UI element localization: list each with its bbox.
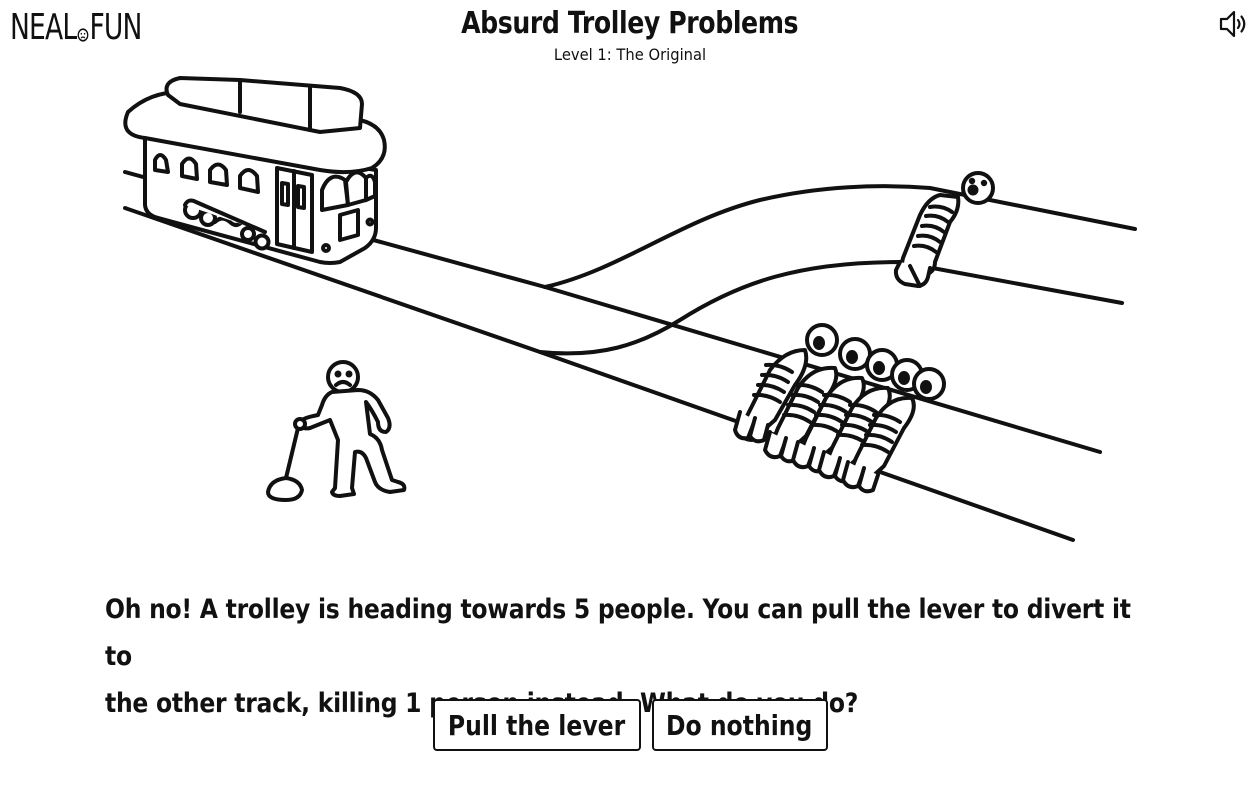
do-nothing-button[interactable]: Do nothing [651, 699, 828, 751]
person-on-side-track [893, 171, 995, 288]
speaker-sound-on-icon [1219, 10, 1246, 38]
site-logo-link[interactable]: NEAL FUN [10, 8, 142, 48]
trolley-scene-illustration [123, 76, 1137, 542]
lever-operator-person [298, 360, 407, 498]
logo-text-right: FUN [89, 7, 142, 48]
pull-the-lever-label: Pull the lever [447, 708, 626, 742]
prompt-line-1: Oh no! A trolley is heading towards 5 pe… [105, 594, 1131, 672]
person-3 [791, 348, 899, 474]
choice-buttons: Pull the lever Do nothing [0, 699, 1260, 751]
logo-text-left: NEAL [10, 7, 77, 48]
page-title: Absurd Trolley Problems [461, 6, 799, 41]
do-nothing-label: Do nothing [666, 708, 813, 742]
person-5 [841, 367, 946, 494]
scenario-prompt: Oh no! A trolley is heading towards 5 pe… [105, 586, 1158, 727]
pull-the-lever-button[interactable]: Pull the lever [432, 699, 641, 751]
trolley-icon [123, 76, 387, 265]
level-subtitle: Level 1: The Original [553, 45, 707, 64]
person-1 [733, 323, 839, 444]
lever-icon [266, 417, 307, 502]
person-2 [763, 337, 872, 464]
header: Absurd Trolley Problems Level 1: The Ori… [0, 4, 1260, 65]
five-people-on-main-track [733, 323, 946, 494]
sad-face-icon [77, 28, 89, 42]
sound-toggle-button[interactable] [1216, 6, 1252, 42]
